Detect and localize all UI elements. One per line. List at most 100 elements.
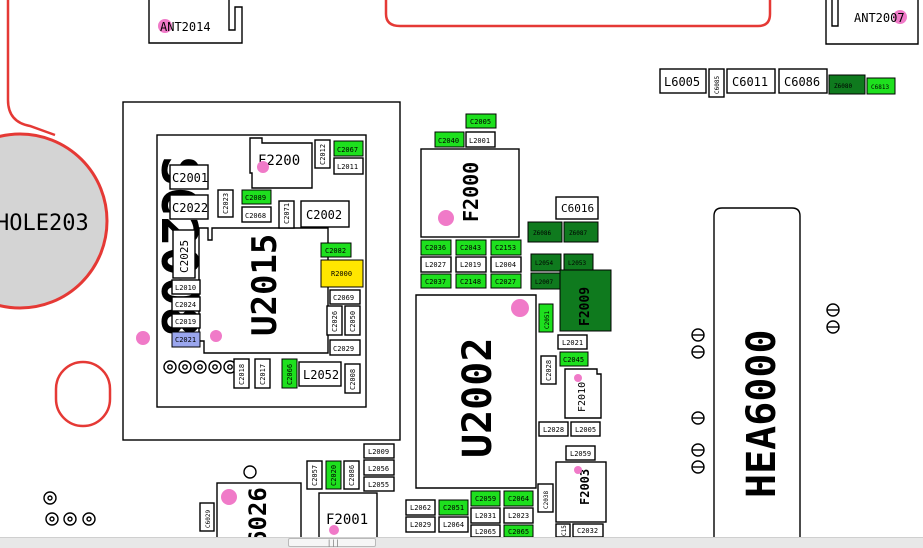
l2023-label: L2023 [508,512,529,520]
filter-z6087[interactable] [563,221,599,243]
c2064-label: C2064 [508,495,529,503]
capacitor-c2017[interactable] [254,358,271,389]
c2012-label: C2012 [319,144,327,165]
capacitor-c2036[interactable] [420,239,452,256]
capacitor-c6029[interactable] [199,502,215,532]
mounting-hole[interactable] [0,132,109,310]
capacitor-c2027[interactable] [490,273,522,289]
l2029-label: L2029 [410,521,431,529]
antenna-ant2014[interactable]: ANT2014 [148,0,243,44]
capacitor-c2026[interactable] [326,305,343,336]
capacitor-c2059[interactable] [470,490,501,507]
inductor-l2064[interactable] [438,516,469,533]
inductor-l2027[interactable] [420,256,452,273]
board-edge-top-outline [384,0,772,28]
l2010-label: L2010 [175,284,196,292]
capacitor-c2043[interactable] [455,239,487,256]
inductor-l2011[interactable] [333,157,364,175]
capacitor-c2037[interactable] [420,273,452,289]
c15-label: C15 [561,525,568,536]
connector-hea6000[interactable] [713,207,801,547]
filter-z6080[interactable] [828,74,866,95]
l2065-label: L2065 [475,528,496,536]
capacitor-c2069[interactable] [329,289,361,305]
filter-z6086[interactable] [527,221,563,243]
capacitor-c2021[interactable] [171,331,201,348]
capacitor-c2002[interactable] [300,200,350,228]
capacitor-c2067[interactable] [333,140,364,157]
capacitor-c2008[interactable] [344,363,361,394]
capacitor-c2148[interactable] [455,273,487,289]
inductor-l2029[interactable] [405,516,436,533]
horizontal-scrollbar[interactable]: ||| [0,537,923,548]
inductor-l2023[interactable] [503,507,534,524]
filter-f2000[interactable] [420,148,520,238]
inductor-l2059[interactable] [565,445,596,461]
capacitor-c2068[interactable] [241,206,272,223]
u2015-label: U2015 [245,234,285,336]
capacitor-c2045[interactable] [559,351,589,367]
inductor-l2052[interactable] [298,361,342,387]
capacitor-c6011[interactable] [726,68,776,94]
capacitor-c2012[interactable] [314,139,331,169]
capacitor-c2005[interactable] [465,113,497,129]
inductor-l2028[interactable] [538,421,569,437]
inductor-l2062[interactable] [405,499,436,516]
capacitor-c2086[interactable] [343,460,360,490]
inductor-l2031[interactable] [470,507,501,524]
capacitor-c2038[interactable] [537,483,554,513]
capacitor-c2064[interactable] [503,490,534,507]
f2009-label: F2009 [578,287,593,326]
capacitor-c6016[interactable] [555,196,599,220]
capacitor-c2028[interactable] [540,355,557,385]
antenna-ant2007[interactable]: ANT2007 [825,0,919,45]
inductor-l6005[interactable] [659,68,707,94]
capacitor-c2071[interactable] [278,200,295,229]
capacitor-c2025[interactable] [172,229,196,279]
inductor-l2054[interactable] [530,253,562,272]
c6813-label: C6813 [871,84,889,91]
capacitor-c2040[interactable] [434,131,465,148]
capacitor-c6813[interactable] [866,77,896,95]
inductor-l2001[interactable] [465,131,496,148]
resistor-r2000[interactable] [320,259,364,288]
scrollbar-thumb[interactable]: ||| [288,538,376,547]
capacitor-c2089[interactable] [241,189,272,205]
capacitor-c6085[interactable] [708,68,725,98]
capacitor-c2020[interactable] [325,460,342,490]
capacitor-c2029[interactable] [329,339,361,356]
inductor-l2009[interactable] [363,443,395,459]
inductor-l2021[interactable] [557,334,588,350]
capacitor-c2051[interactable] [438,499,469,516]
capacitor-c2066[interactable] [281,358,298,389]
capacitor-c2051-vertical[interactable] [538,303,554,333]
ic-u2002[interactable] [415,294,537,489]
capacitor-c2001[interactable] [169,164,209,190]
inductor-l2005[interactable] [570,421,601,437]
pin1-marker [136,331,150,345]
inductor-l2056[interactable] [363,459,395,476]
capacitor-c2153[interactable] [490,239,522,256]
filter-f2200[interactable] [249,137,313,189]
inductor-l2004[interactable] [490,256,522,273]
inductor-l2019[interactable] [455,256,487,273]
inductor-l2010[interactable] [171,279,201,295]
capacitor-c2082[interactable] [320,242,352,258]
filter-f2010[interactable] [564,368,602,419]
capacitor-c2024[interactable] [171,296,201,312]
capacitor-c2022[interactable] [169,194,209,220]
capacitor-c6086[interactable] [778,68,828,94]
inductor-l2055[interactable] [363,476,395,492]
capacitor-c2018[interactable] [233,358,250,389]
capacitor-c2057[interactable] [306,460,323,490]
filter-f2009[interactable] [559,269,612,332]
capacitor-c2023[interactable] [217,189,234,218]
capacitor-c2050[interactable] [344,305,361,336]
f2003-label: F2003 [578,469,592,505]
c6016-label: C6016 [561,202,594,215]
capacitor-c2019[interactable] [171,313,201,329]
filter-f2001[interactable] [318,492,378,544]
ic-u2015[interactable] [198,227,329,354]
pin1-marker [574,466,582,474]
